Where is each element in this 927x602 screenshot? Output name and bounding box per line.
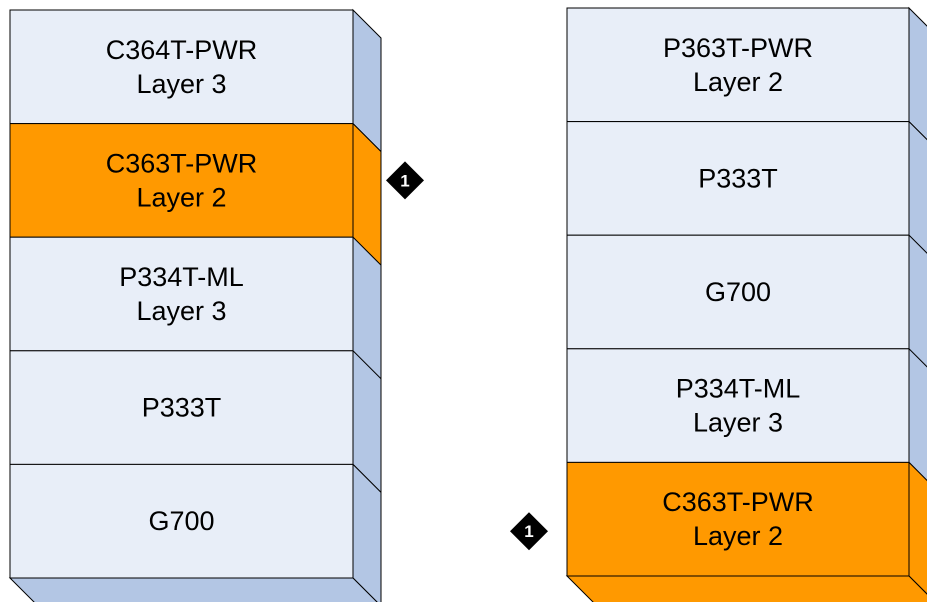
stack-bottom-face xyxy=(8,577,378,602)
unit-layer-label: Layer 3 xyxy=(693,408,783,438)
unit-layer-label: Layer 2 xyxy=(136,182,226,212)
diamond-icon xyxy=(386,161,424,200)
callout-number: 1 xyxy=(524,522,533,541)
callout-number: 1 xyxy=(400,171,409,190)
unit-model-label: C364T-PWR xyxy=(106,35,258,65)
stack-unit-p334t-ml: P334T-ML Layer 3 xyxy=(9,236,354,352)
stack-unit-c363t-pwr: C363T-PWR Layer 2 xyxy=(566,461,910,577)
unit-front-face xyxy=(9,9,354,125)
unit-layer-label: Layer 2 xyxy=(693,67,783,97)
stack-unit-c363t-pwr: C363T-PWR Layer 2 xyxy=(9,123,354,238)
unit-front-face xyxy=(9,123,354,238)
unit-front-face xyxy=(9,236,354,352)
unit-front-face xyxy=(566,7,910,123)
unit-model-label: P333T xyxy=(142,393,222,423)
unit-layer-label: Layer 3 xyxy=(136,296,226,326)
unit-model-label: C363T-PWR xyxy=(662,487,814,517)
unit-front-face xyxy=(566,348,910,463)
unit-model-label: C363T-PWR xyxy=(106,148,258,178)
stack-unit-p333t: P333T xyxy=(9,350,354,465)
stack-unit-p363t-pwr: P363T-PWR Layer 2 xyxy=(566,7,910,123)
unit-front-face xyxy=(566,121,910,236)
stack-unit-g700: G700 xyxy=(566,234,910,350)
stack-unit-p334t-ml: P334T-ML Layer 3 xyxy=(566,348,910,463)
stack-1: C364T-PWR Layer 3 C363T-PWR Layer 2 P334T-ML… xyxy=(8,8,424,602)
unit-front-face xyxy=(9,463,354,579)
unit-model-label: G700 xyxy=(705,277,771,307)
stack-unit-p333t: P333T xyxy=(566,121,910,236)
unit-front-face xyxy=(566,234,910,350)
unit-front-face xyxy=(566,461,910,577)
diamond-icon xyxy=(510,512,548,551)
unit-model-label: G700 xyxy=(148,506,214,536)
unit-model-label: P333T xyxy=(698,163,778,193)
unit-model-label: P363T-PWR xyxy=(663,33,813,63)
stack-unit-c364t-pwr: C364T-PWR Layer 3 xyxy=(9,9,354,125)
unit-layer-label: Layer 3 xyxy=(136,69,226,99)
unit-model-label: P334T-ML xyxy=(676,374,801,404)
unit-model-label: P334T-ML xyxy=(119,262,244,292)
callout-marker-1: 1 xyxy=(386,161,424,200)
stack-bottom-face xyxy=(565,575,927,602)
unit-layer-label: Layer 2 xyxy=(693,521,783,551)
stack-unit-g700: G700 xyxy=(9,463,354,579)
unit-front-face xyxy=(9,350,354,465)
callout-marker-1: 1 xyxy=(510,512,548,551)
